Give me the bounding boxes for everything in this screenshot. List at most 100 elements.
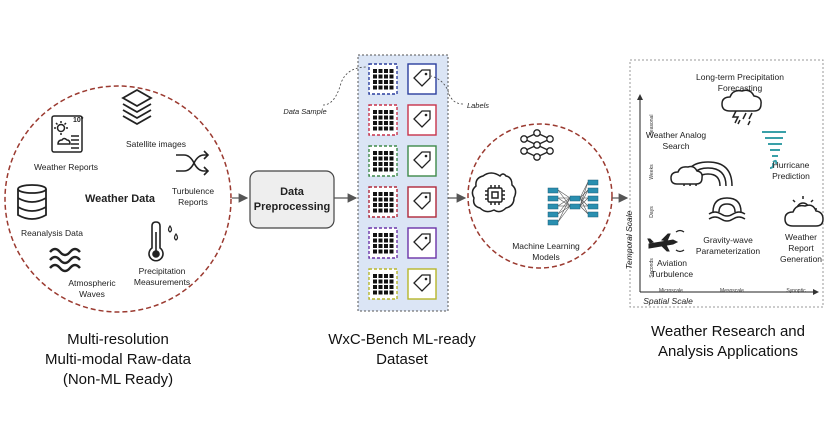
grid-cell — [373, 274, 377, 278]
raw-data-group: Weather Data 10° Weather Reports Satelli… — [4, 85, 232, 313]
grid-cell — [384, 156, 388, 161]
grid-cell — [373, 249, 377, 254]
long-term-label-1: Long-term Precipitation — [696, 72, 784, 82]
layer-block — [547, 203, 559, 210]
precipitation-label-1: Precipitation — [139, 266, 186, 276]
layered-model-icon — [547, 179, 599, 226]
x-tick-synoptic: Synoptic — [786, 288, 806, 294]
grid-cell — [373, 192, 377, 196]
grid-cell — [373, 126, 377, 131]
tag-hole — [424, 72, 428, 76]
aviation-label-1: Aviation — [657, 258, 687, 268]
raw-caption-line-3: (Non-ML Ready) — [63, 371, 173, 388]
grid-cell — [378, 110, 383, 114]
analog-search-label-2: Search — [663, 141, 690, 151]
grid-cell — [389, 279, 394, 284]
grid-cell — [389, 192, 394, 196]
dataset-row — [368, 145, 437, 177]
layer-block — [587, 179, 599, 186]
models-boundary — [467, 123, 613, 269]
grid-cell — [384, 80, 388, 84]
gravity-wave-label-1: Gravity-wave — [703, 235, 753, 245]
label-box — [407, 186, 437, 218]
spatial-scale-title: Spatial Scale — [643, 296, 693, 306]
tag-icon — [413, 274, 431, 292]
long-term-label-2: Forecasting — [718, 83, 763, 93]
dataset-row — [368, 227, 437, 259]
grid-cell — [373, 244, 377, 248]
database-icon — [17, 184, 47, 220]
grid-cell — [389, 274, 394, 278]
tag-icon — [413, 110, 431, 128]
x-tick-mesoscale: Mesoscale — [720, 288, 744, 294]
grid-cell — [373, 238, 377, 243]
aviation-label-2: Turbulence — [651, 269, 693, 279]
satellite-images-label: Satellite images — [126, 139, 186, 149]
grid-cell — [389, 244, 394, 248]
gravity-wave-icon — [708, 197, 746, 222]
grid-cell — [378, 244, 383, 248]
grid-cell — [373, 74, 377, 79]
grid-cell — [378, 115, 383, 120]
temporal-scale-title: Temporal Scale — [624, 210, 634, 269]
grid-cell — [373, 80, 377, 84]
tag-icon — [413, 69, 431, 87]
preprocessing-box: Data Preprocessing — [249, 170, 335, 229]
grid-cell — [389, 156, 394, 161]
ml-label-2: Models — [532, 252, 559, 262]
grid-cell — [378, 156, 383, 161]
grid-cell — [378, 126, 383, 131]
layer-connection — [579, 189, 589, 207]
grid-cell — [384, 203, 388, 207]
grid-cell — [384, 238, 388, 243]
layer-block — [547, 195, 559, 202]
grid-cell — [384, 74, 388, 79]
layer-connection — [579, 181, 589, 207]
applications-caption-line-1: Weather Research and — [651, 323, 805, 340]
layer-block — [547, 211, 559, 218]
atmospheric-waves-label-1: Atmospheric — [68, 278, 116, 288]
report-gen-label-1: Weather — [785, 232, 817, 242]
layer-block — [547, 219, 559, 226]
layer-connection — [557, 189, 571, 199]
grid-cell — [373, 69, 377, 73]
neural-network-icon — [520, 129, 554, 161]
grid-cell — [373, 197, 377, 202]
y-tick-weeks: Weeks — [649, 164, 655, 180]
tag-icon — [413, 151, 431, 169]
dataset-row — [368, 63, 437, 95]
grid-cell — [389, 121, 394, 125]
applications-caption-line-2: Analysis Applications — [658, 343, 798, 360]
tag-hole — [424, 113, 428, 117]
grid-cell — [378, 167, 383, 172]
layer-block — [547, 187, 559, 194]
grid-cell — [384, 279, 388, 284]
layer-connection — [579, 205, 589, 215]
grid-cell — [378, 192, 383, 196]
grid-cell — [384, 115, 388, 120]
airplane-icon — [647, 229, 685, 253]
grid-cell — [378, 290, 383, 295]
turbulence-icon — [176, 150, 210, 176]
label-box — [407, 104, 437, 136]
waves-icon — [49, 247, 81, 273]
dataset-row — [368, 104, 437, 136]
raw-caption-line-1: Multi-resolution — [67, 331, 169, 348]
y-tick-days: Days — [649, 206, 655, 218]
hurricane-label-1: Hurricane — [773, 160, 810, 170]
grid-cell — [378, 285, 383, 289]
layer-connection — [557, 205, 571, 223]
data-sample-label: Data Sample — [283, 107, 326, 116]
grid-cell — [373, 167, 377, 172]
satellite-layers-icon — [121, 88, 153, 126]
layer-block — [569, 203, 581, 210]
grid-cell — [389, 151, 394, 155]
grid-cell — [384, 285, 388, 289]
y-tick-seconds: Seconds — [649, 258, 655, 278]
applications-panel: Seconds Days Weeks Seasonal Microscale M… — [624, 59, 824, 308]
grid-cell — [378, 69, 383, 73]
grid-cell — [384, 192, 388, 196]
layer-block — [587, 195, 599, 202]
ml-label-1: Machine Learning — [512, 241, 580, 251]
